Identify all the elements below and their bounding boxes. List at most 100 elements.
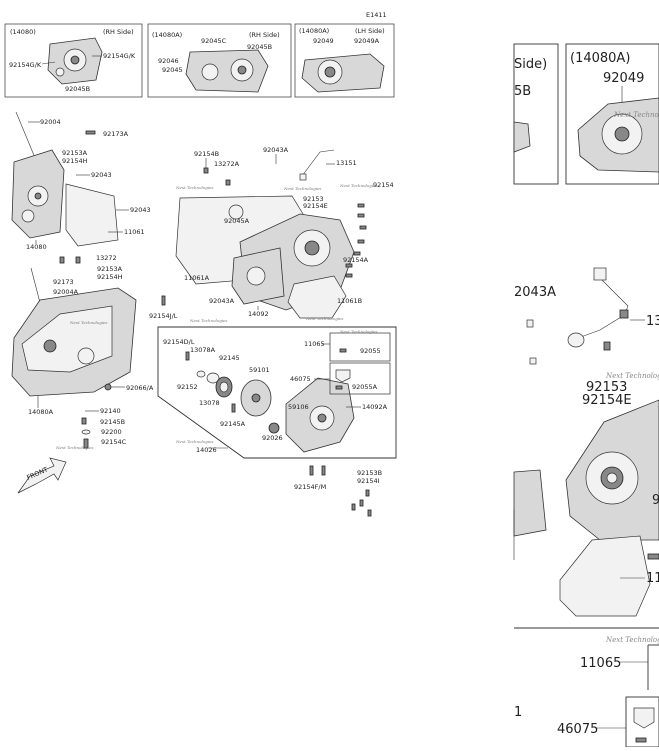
zoom-label: 13 (646, 314, 659, 329)
svg-text:Next Technologies: Next Technologies (283, 186, 321, 191)
part-label: 11061 (124, 228, 145, 236)
part-label: 92153B (357, 469, 382, 477)
zoom-label: 11065 (580, 656, 621, 671)
zoom-label: (14080A) (570, 51, 630, 66)
zoom-label: Side) (514, 57, 547, 72)
part-label: 92055A (352, 383, 378, 391)
svg-text:Next Technologies: Next Technologies (339, 183, 377, 188)
part-label: 92173 (53, 278, 74, 286)
zoom-label: 46075 (557, 722, 598, 737)
part-label: 92154G/K (9, 61, 42, 69)
crankcase-14080a: 13272 92153A 92154H 92173 92004A 92066/A… (11, 254, 154, 449)
zoomed-detail-view: Side) 5B (14080A) 92049 Next Technologie… (513, 43, 659, 748)
inset-side: (LH Side) (355, 27, 385, 35)
svg-text:Next Technologies: Next Technologies (55, 445, 93, 450)
part-label: 92154F/M (294, 483, 326, 491)
part-label: 92004 (40, 118, 61, 126)
svg-text:Next Technologies: Next Technologies (175, 439, 213, 444)
part-label: 14080 (26, 243, 47, 251)
part-label: 11061B (337, 297, 362, 305)
zoom-label: 92153 (586, 380, 627, 395)
part-label: 92152 (177, 383, 198, 391)
crankcase-14080: 92004 92173A 92153A 92154H 92043 92043 1… (11, 111, 151, 251)
svg-text:Next Technologies: Next Technologies (69, 320, 107, 325)
svg-text:Next Technologies: Next Technologies (339, 329, 377, 334)
part-label: 92145 (219, 354, 240, 362)
part-label: 92154A (343, 256, 369, 264)
part-label: 92045A (224, 217, 250, 225)
part-label: 46075 (290, 375, 311, 383)
part-label: 11061A (184, 274, 210, 282)
part-label: 13272 (96, 254, 117, 262)
part-label: 14092 (248, 310, 269, 318)
watermark: Next Technologies (613, 111, 659, 119)
part-label: 92154H (97, 273, 123, 281)
part-label: 11065 (304, 340, 325, 348)
front-arrow-icon: FRONT (17, 457, 67, 494)
diagram-code: E1411 (366, 11, 387, 19)
part-label: 92049A (354, 37, 380, 45)
part-label: 92154C (101, 438, 127, 446)
inset-box-rh-side-1: (14080) (RH Side) 92154G/K 92154G/K 9204… (4, 23, 143, 98)
part-label: 92145B (100, 418, 125, 426)
part-label: 92043A (209, 297, 235, 305)
part-label: 92004A (53, 288, 79, 296)
part-label: 13151 (336, 159, 357, 167)
inset-box-lh-side: (14080A) (LH Side) 92049 92049A (294, 23, 395, 98)
part-label: 13272A (214, 160, 240, 168)
zoom-label: 5B (514, 84, 531, 99)
inset-side: (RH Side) (249, 31, 280, 39)
part-label: 92043 (91, 171, 112, 179)
svg-text:Next Technologies: Next Technologies (189, 318, 227, 323)
zoom-label: 9 (652, 493, 659, 508)
part-label: 14026 (196, 446, 217, 454)
svg-text:Next Technologies: Next Technologies (305, 316, 343, 321)
part-label: 92043A (263, 146, 289, 154)
part-label: 92154G/K (103, 52, 136, 60)
clutch-parts-box: 92154D/L 13078A 92145 59101 92152 13078 … (157, 326, 397, 459)
part-label: 14092A (362, 403, 388, 411)
clutch-cover-assembly: 92154B 13272A 92043A 92045A 11061A 13151… (149, 146, 394, 320)
zoom-label: 11 (646, 571, 659, 586)
inset-code: (14080A) (299, 27, 329, 35)
part-label: 92045B (65, 85, 90, 93)
watermark: Next Technologies (605, 636, 659, 644)
part-label: 92154D/L (163, 338, 195, 346)
watermark: Next Technologies (605, 372, 659, 380)
inset-side: (RH Side) (103, 28, 134, 36)
part-label: 92045C (201, 37, 227, 45)
part-label: 92153A (97, 265, 123, 273)
part-label: 92043 (130, 206, 151, 214)
part-label: 13078 (199, 399, 220, 407)
part-label: 14080A (28, 408, 54, 416)
part-label: 92200 (101, 428, 122, 436)
part-label: 92026 (262, 434, 283, 442)
inset-box-rh-side-2: (14080A) (RH Side) 92045C 92045B 92046 9… (147, 23, 292, 98)
inset-code: (14080) (10, 28, 36, 36)
part-label: 92154J/L (149, 312, 178, 320)
zoom-label: 2043A (514, 285, 556, 300)
part-label: 92049 (313, 37, 334, 45)
part-label: 92153A (62, 149, 88, 157)
part-label: 92046 (158, 57, 179, 65)
bottom-bolts: 92154F/M 92153B 92154I (294, 465, 382, 517)
watermarks: Next Technologies Next Technologies Next… (55, 183, 377, 450)
part-label: 92154 (373, 181, 394, 189)
zoom-label: 92049 (603, 71, 644, 86)
part-label: 92154H (62, 157, 88, 165)
part-label: 92066/A (126, 384, 154, 392)
part-label: 92055 (360, 347, 381, 355)
svg-text:Next Technologies: Next Technologies (175, 185, 213, 190)
part-label: 92140 (100, 407, 121, 415)
part-label: 92173A (103, 130, 129, 138)
part-label: 92154E (303, 202, 328, 210)
inset-code: (14080A) (152, 31, 182, 39)
part-label: 59101 (249, 366, 270, 374)
zoom-label: 1 (514, 705, 522, 720)
part-label: 59106 (288, 403, 309, 411)
part-label: 92154I (357, 477, 380, 485)
part-label: 92153 (303, 195, 324, 203)
part-label: 92154B (194, 150, 219, 158)
part-label: 92145A (220, 420, 246, 428)
